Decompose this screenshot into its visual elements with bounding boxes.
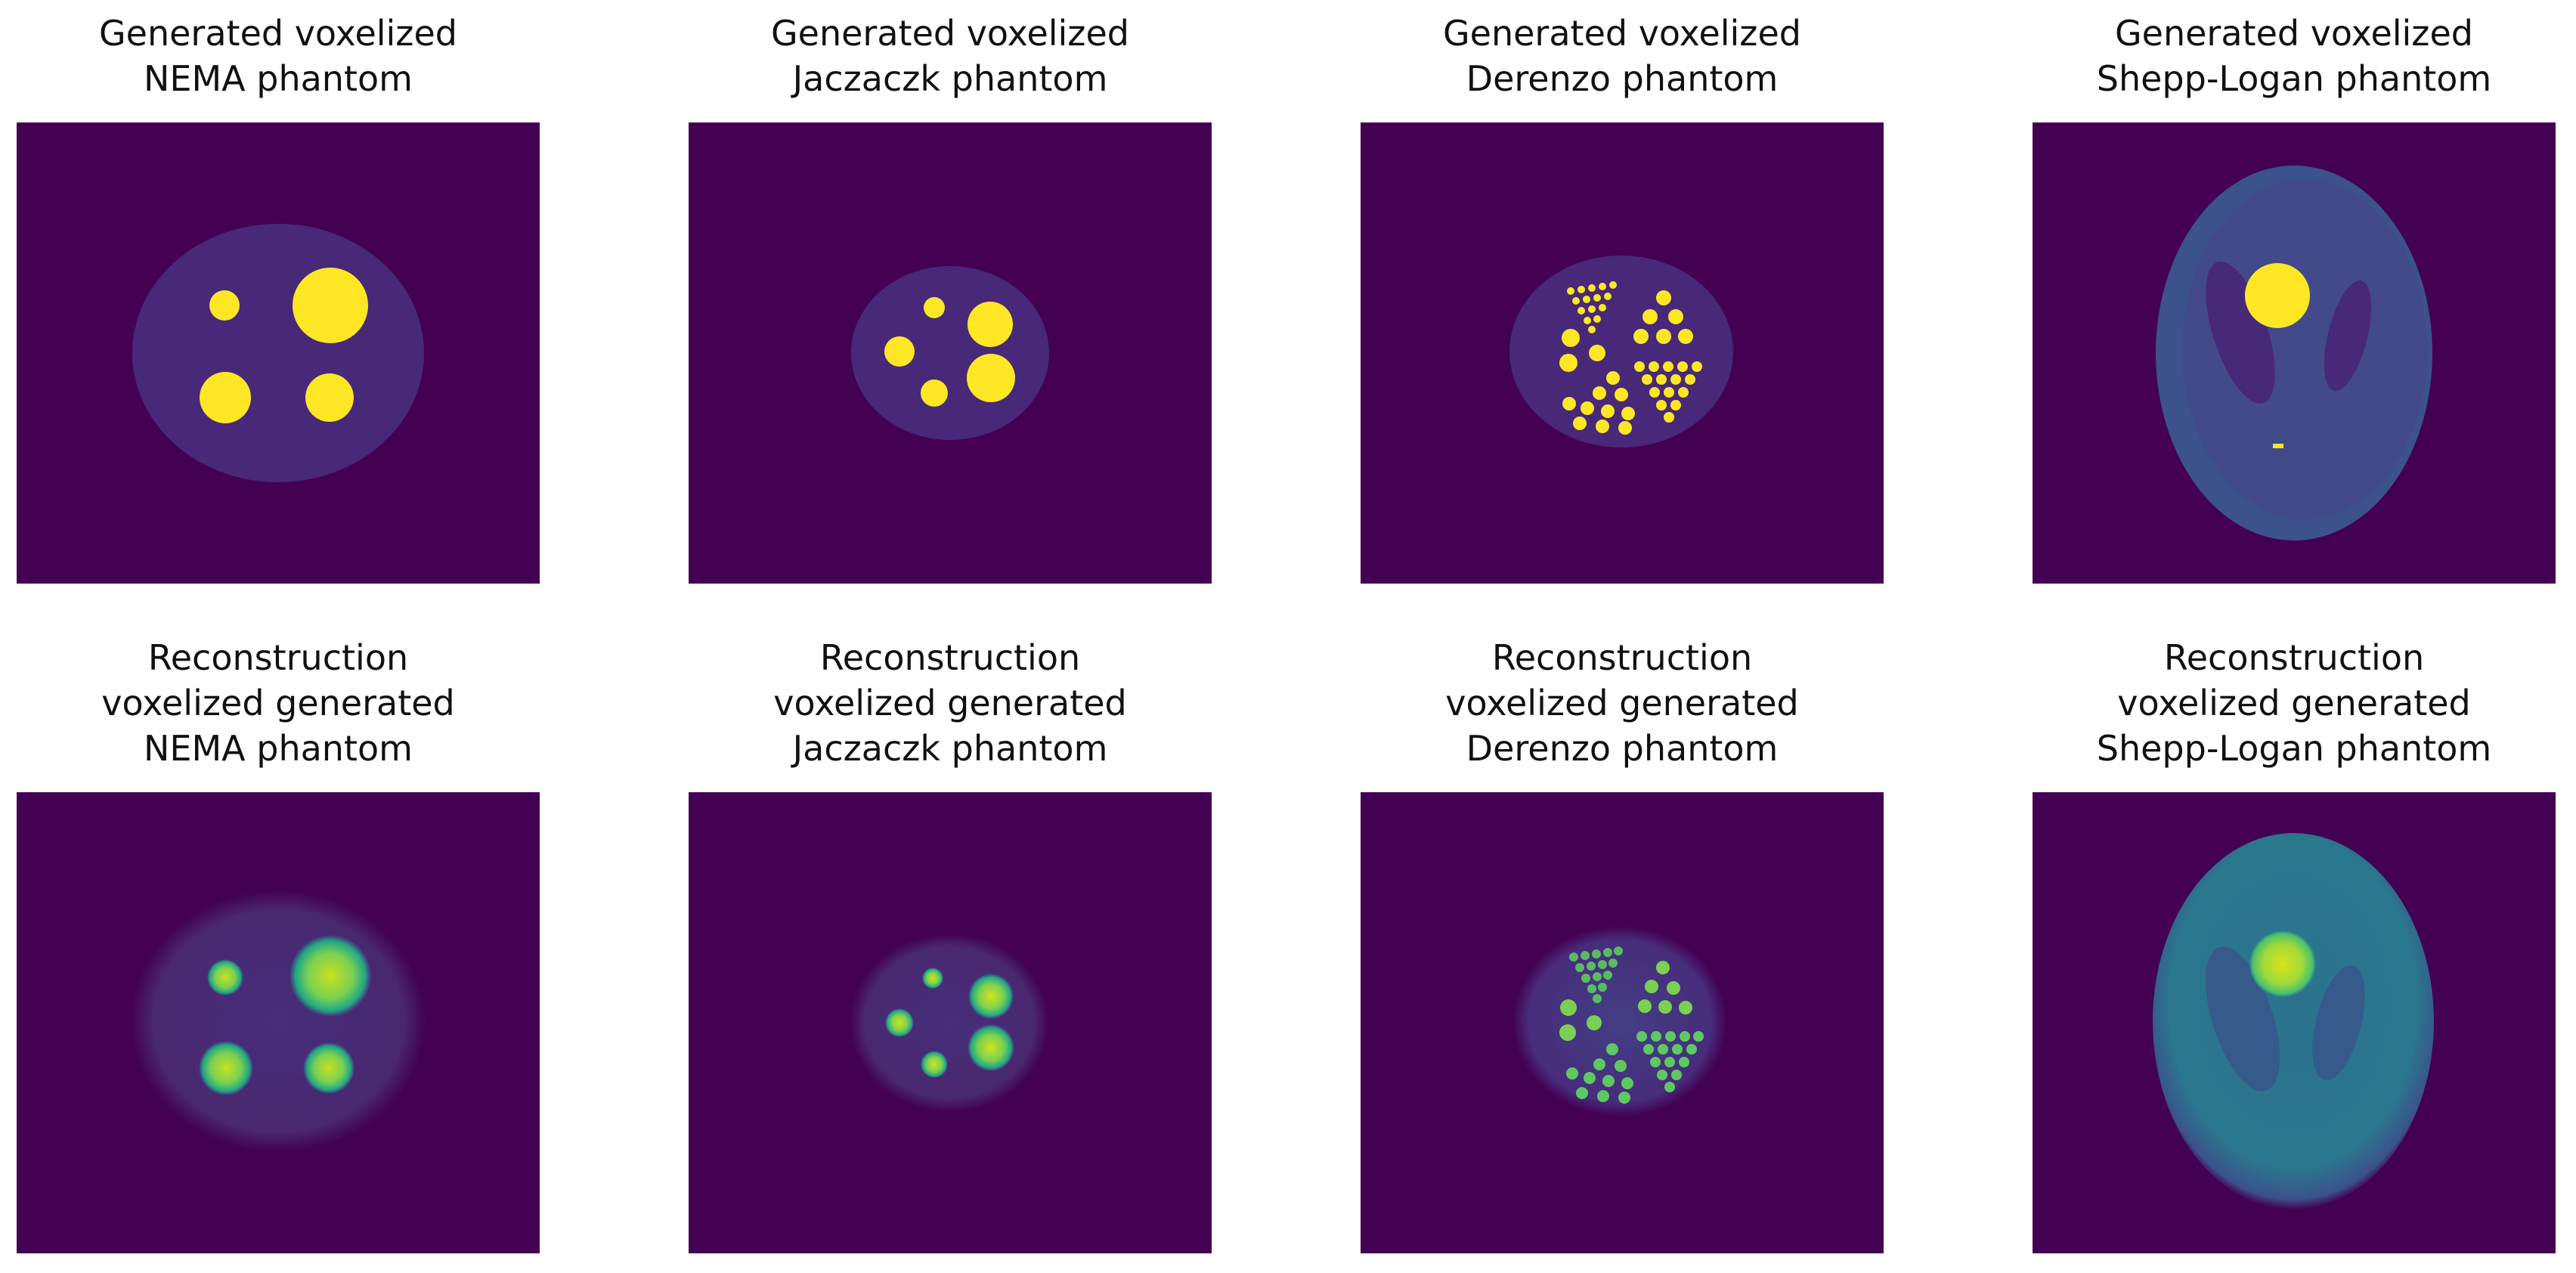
phantom-image-derenzo	[1361, 122, 1884, 584]
title-line: voxelized generated	[101, 683, 455, 723]
title-line: Reconstruction	[819, 637, 1081, 678]
panel-title: Reconstruction voxelized generated Deren…	[1361, 635, 1884, 771]
panel-title: Generated voxelized NEMA phantom	[17, 11, 540, 101]
panel-title: Generated voxelized Shepp-Logan phantom	[2033, 11, 2556, 101]
title-line: Shepp-Logan phantom	[2096, 728, 2492, 769]
title-line: voxelized generated	[1445, 683, 1799, 723]
panel-title: Generated voxelized Jaczaczk phantom	[689, 11, 1212, 101]
title-line: voxelized generated	[2117, 683, 2471, 723]
reconstruction-image-shepp-logan	[2033, 792, 2556, 1253]
reconstruction-image-jaczaczk	[689, 792, 1212, 1253]
title-line: Generated voxelized	[771, 13, 1129, 54]
phantom-image-shepp-logan	[2033, 122, 2556, 584]
title-line: Generated voxelized	[2115, 13, 2473, 54]
panel-title: Reconstruction voxelized generated Jacza…	[689, 635, 1212, 771]
title-line: Reconstruction	[147, 637, 409, 678]
panel-title: Reconstruction voxelized generated Shepp…	[2033, 635, 2556, 771]
title-line: NEMA phantom	[144, 728, 413, 769]
title-line: Shepp-Logan phantom	[2096, 58, 2492, 99]
phantom-image-jaczaczk	[689, 122, 1212, 584]
title-line: Derenzo phantom	[1466, 58, 1779, 99]
title-line: NEMA phantom	[144, 58, 413, 99]
title-line: Generated voxelized	[99, 13, 457, 54]
title-line: Reconstruction	[2163, 637, 2425, 678]
title-line: Generated voxelized	[1443, 13, 1801, 54]
panel-title: Reconstruction voxelized generated NEMA …	[17, 635, 540, 771]
title-line: Jaczaczk phantom	[792, 728, 1108, 769]
reconstruction-image-nema	[17, 792, 540, 1253]
title-line: Jaczaczk phantom	[792, 58, 1108, 99]
title-line: Reconstruction	[1491, 637, 1753, 678]
panel-title: Generated voxelized Derenzo phantom	[1361, 11, 1884, 101]
reconstruction-image-derenzo	[1361, 792, 1884, 1253]
title-line: voxelized generated	[773, 683, 1127, 723]
phantom-image-nema	[17, 122, 540, 584]
title-line: Derenzo phantom	[1466, 728, 1779, 769]
